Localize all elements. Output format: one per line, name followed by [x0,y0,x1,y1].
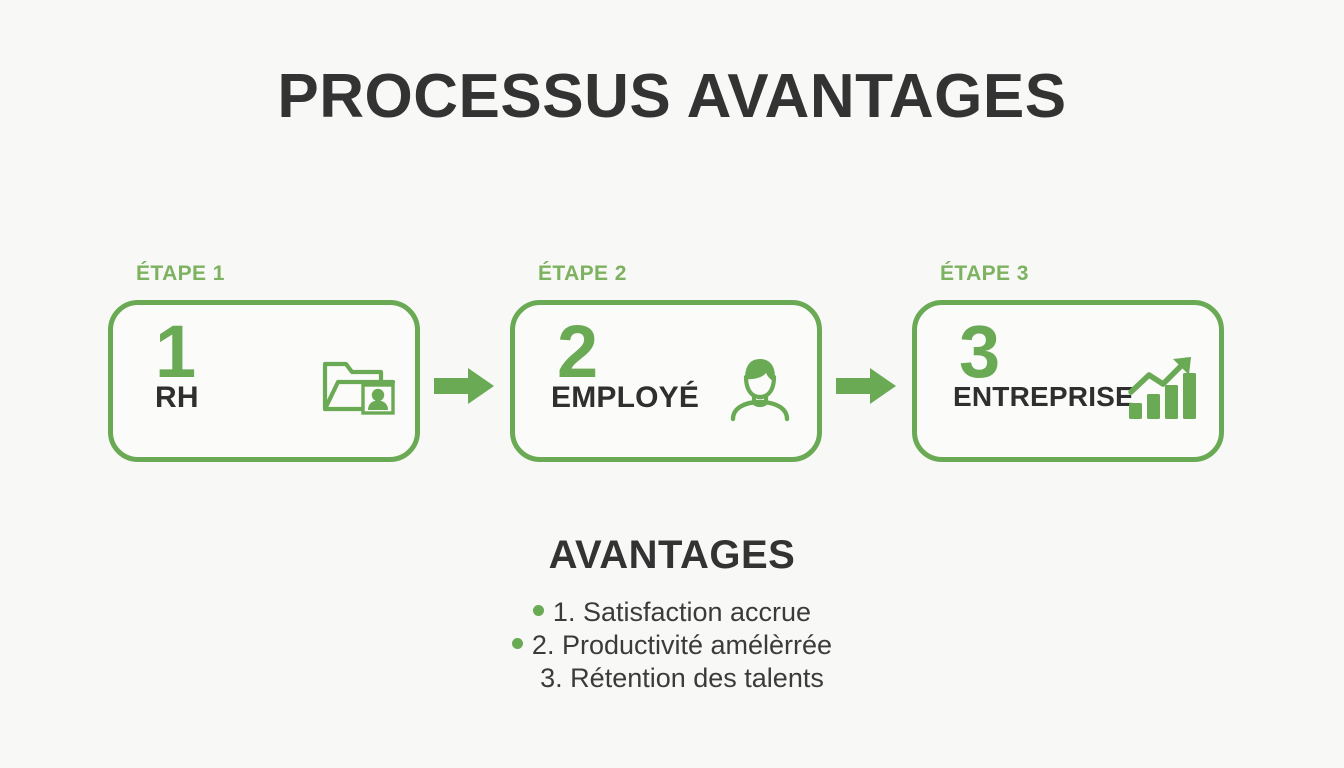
page-title: PROCESSUS AVANTAGES [277,62,1067,131]
arrow-right-icon [434,366,496,406]
bullet-icon [532,605,544,617]
growth-chart-icon [1123,351,1201,425]
step-1-label: ÉTAPE 1 [136,262,225,285]
step-3-name: ENTREPRISE [953,381,1134,412]
step-1-number: 1 [155,310,196,393]
step-2-name: EMPLOYÉ [551,381,700,414]
folder-person-icon [319,351,397,425]
bullet-icon [511,638,523,650]
step-2-content: 2 EMPLOYÉ [515,305,817,457]
step-1-content: 1 RH [113,305,415,457]
bullet-icon [520,671,531,682]
arrow-right-icon [836,366,898,406]
list-item: 1. Satisfaction accrue [0,596,1344,629]
process-step-3[interactable]: ÉTAPE 3 3 ENTREPRISE [912,262,1224,467]
step-3-box[interactable]: 3 ENTREPRISE [912,300,1224,462]
step-2-number: 2 [557,310,598,393]
process-step-2[interactable]: ÉTAPE 2 2 EMPLOYÉ [510,262,822,467]
list-item: 3. Rétention des talents [0,662,1344,695]
process-steps: ÉTAPE 1 1 RH [108,262,1236,467]
step-2-label: ÉTAPE 2 [538,262,627,285]
step-2-box[interactable]: 2 EMPLOYÉ [510,300,822,462]
process-step-1[interactable]: ÉTAPE 1 1 RH [108,262,420,467]
list-item: 2. Productivité amélèrrée [0,629,1344,662]
benefit-text: 1. Satisfaction accrue [552,597,812,627]
benefits-list: 1. Satisfaction accrue 2. Productivité a… [0,596,1344,695]
step-1-box[interactable]: 1 RH [108,300,420,462]
benefits-title: AVANTAGES [548,533,796,577]
benefits-section: AVANTAGES 1. Satisfaction accrue 2. Prod… [0,530,1344,695]
step-3-content: 3 ENTREPRISE [917,305,1219,457]
step-1-name: RH [155,381,199,414]
person-icon [721,351,799,425]
benefit-text: 2. Productivité amélèrrée [531,629,833,660]
step-3-number: 3 [959,310,1000,393]
benefit-text: 3. Rétention des talents [540,662,824,693]
step-3-label: ÉTAPE 3 [940,262,1029,285]
